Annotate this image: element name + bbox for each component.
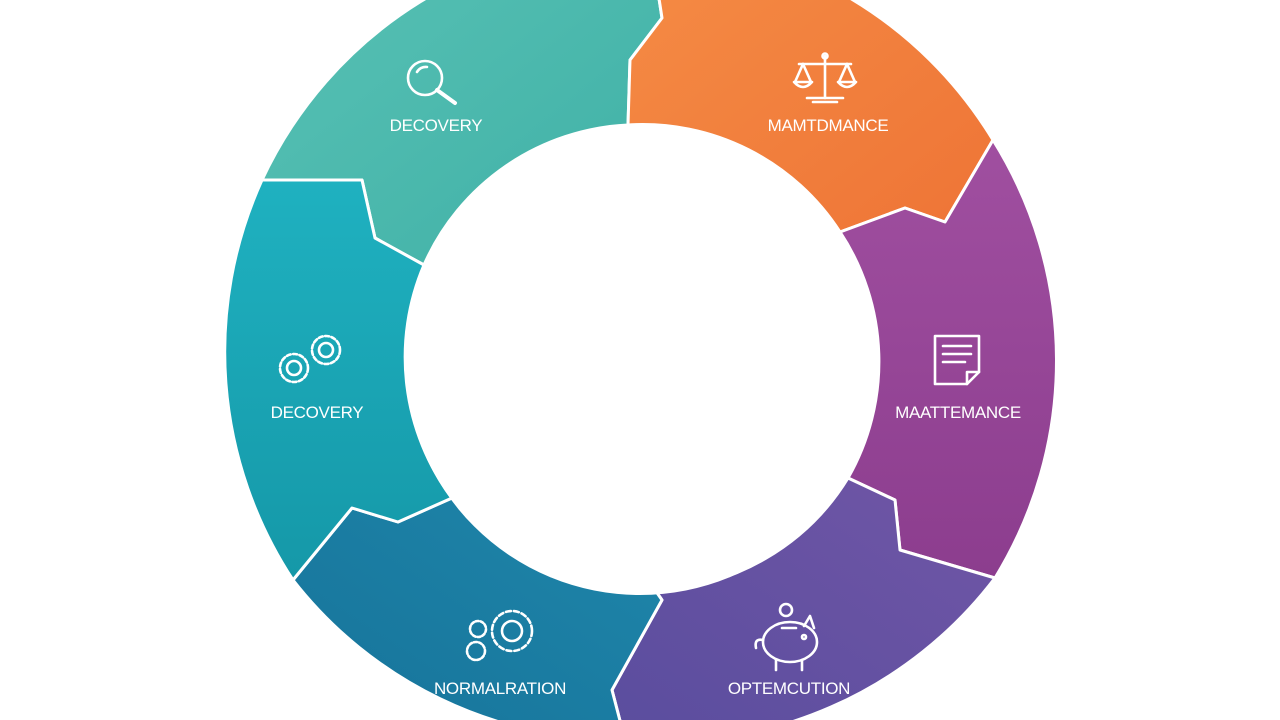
- segment-discovery-top: [260, 0, 664, 267]
- balance-scale-icon: [792, 52, 858, 104]
- segment-optimization: [610, 476, 997, 720]
- document-icon: [933, 334, 981, 386]
- segment-label: DECOVERY: [390, 116, 483, 135]
- segment-label: NORMALRATION: [434, 679, 566, 698]
- segment-label: MAATTEMANCE: [895, 403, 1021, 422]
- segment-label: OPTEMCUTION: [728, 679, 850, 698]
- segment-label: DECOVERY: [271, 403, 364, 422]
- center-hole: [405, 125, 875, 595]
- gears-icon-left: [278, 334, 342, 384]
- piggy-bank-icon: [754, 602, 819, 672]
- segment-label: MAMTDMANCE: [768, 116, 889, 135]
- magnifier-icon: [406, 59, 457, 105]
- gears-icon-bottom: [465, 609, 534, 662]
